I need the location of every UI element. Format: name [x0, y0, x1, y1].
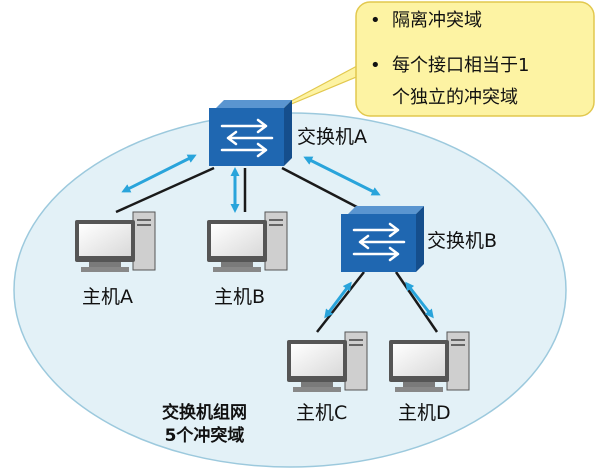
host-b-computer-icon[interactable] [207, 211, 288, 272]
switch-b-arrows-icon [352, 222, 406, 262]
switch-a-arrows-icon [220, 118, 274, 158]
callout-box [355, 1, 595, 117]
callout-bullet-2-text: 每个接口相当于1 [392, 55, 530, 76]
callout-bullet-2-continuation-text: 个独立的冲突域 [392, 87, 518, 108]
host-d-label: 主机D [398, 402, 451, 424]
bullet-dot: • [370, 55, 381, 76]
callout-bullet-1: • 隔离冲突域 [370, 12, 482, 30]
callout-bullet-1-text: 隔离冲突域 [392, 10, 482, 31]
diagram-caption: 交换机组网 5个冲突域 [162, 402, 247, 448]
arrow-switch-a-host-a [121, 154, 197, 193]
host-b-label: 主机B [214, 286, 266, 308]
switch-b-label: 交换机B [427, 230, 498, 252]
switch-a-label: 交换机A [297, 126, 367, 148]
host-a-computer-icon[interactable] [75, 211, 156, 272]
traffic-arrows [121, 154, 434, 319]
caption-line-1: 交换机组网 [162, 403, 247, 423]
host-c-computer-icon[interactable] [287, 331, 368, 392]
switch-a-icon[interactable] [209, 100, 292, 166]
arrow-switch-b-host-c [324, 281, 352, 319]
callout-bullet-2: • 每个接口相当于1 [370, 57, 529, 75]
caption-line-2: 5个冲突域 [164, 425, 245, 446]
switch-b-icon[interactable] [341, 206, 424, 272]
host-a-label: 主机A [82, 286, 133, 308]
arrow-switch-a-switch-b [303, 156, 381, 196]
host-d-computer-icon[interactable] [389, 331, 470, 392]
callout-bullet-2-continuation: 个独立的冲突域 [392, 89, 518, 107]
arrow-switch-b-host-d [405, 281, 434, 319]
host-c-label: 主机C [296, 402, 348, 424]
bullet-dot: • [370, 10, 381, 31]
